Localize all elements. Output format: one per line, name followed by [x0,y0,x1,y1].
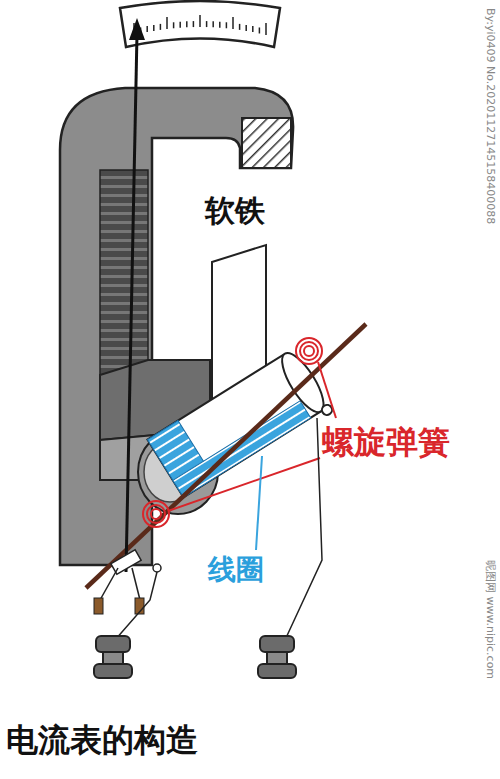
scale-tick [193,21,195,27]
scale-tick [166,17,168,29]
part-label: 螺旋弹簧 [322,424,450,461]
connector-lugs [94,550,161,614]
leader-line [168,362,336,511]
scale-tick [252,26,254,32]
scale-tick [239,24,241,30]
scale-tick [265,23,267,35]
scale-tick [206,21,208,27]
scale-tick [259,27,261,33]
scale-tick [212,21,214,27]
scale-tick [245,25,247,31]
watermark: By:yi0409 No.20201127145158400088 [483,8,496,224]
soft-iron-yoke [60,88,293,565]
leader-line [256,456,262,550]
scale-tick [153,25,155,31]
pointer [126,18,145,572]
scale-tick [232,17,234,29]
coil [147,347,334,503]
scale-dial [120,1,280,47]
scale-tick [186,21,188,27]
wire [115,418,322,640]
scale-tick [160,24,162,30]
scale-tick [226,22,228,28]
title: 电流表的构造 [6,722,198,759]
scale-tick [179,22,181,28]
scale-tick [219,22,221,28]
spiral-spring [143,338,322,527]
watermark: 昵图网 www.nipic.com [483,560,496,679]
scale-tick [199,15,201,27]
part-label: 软铁 [205,194,265,229]
scale-tick [173,22,175,28]
part-label: 线圈 [208,554,264,586]
scale-tick [146,26,148,32]
terminal [94,636,296,678]
